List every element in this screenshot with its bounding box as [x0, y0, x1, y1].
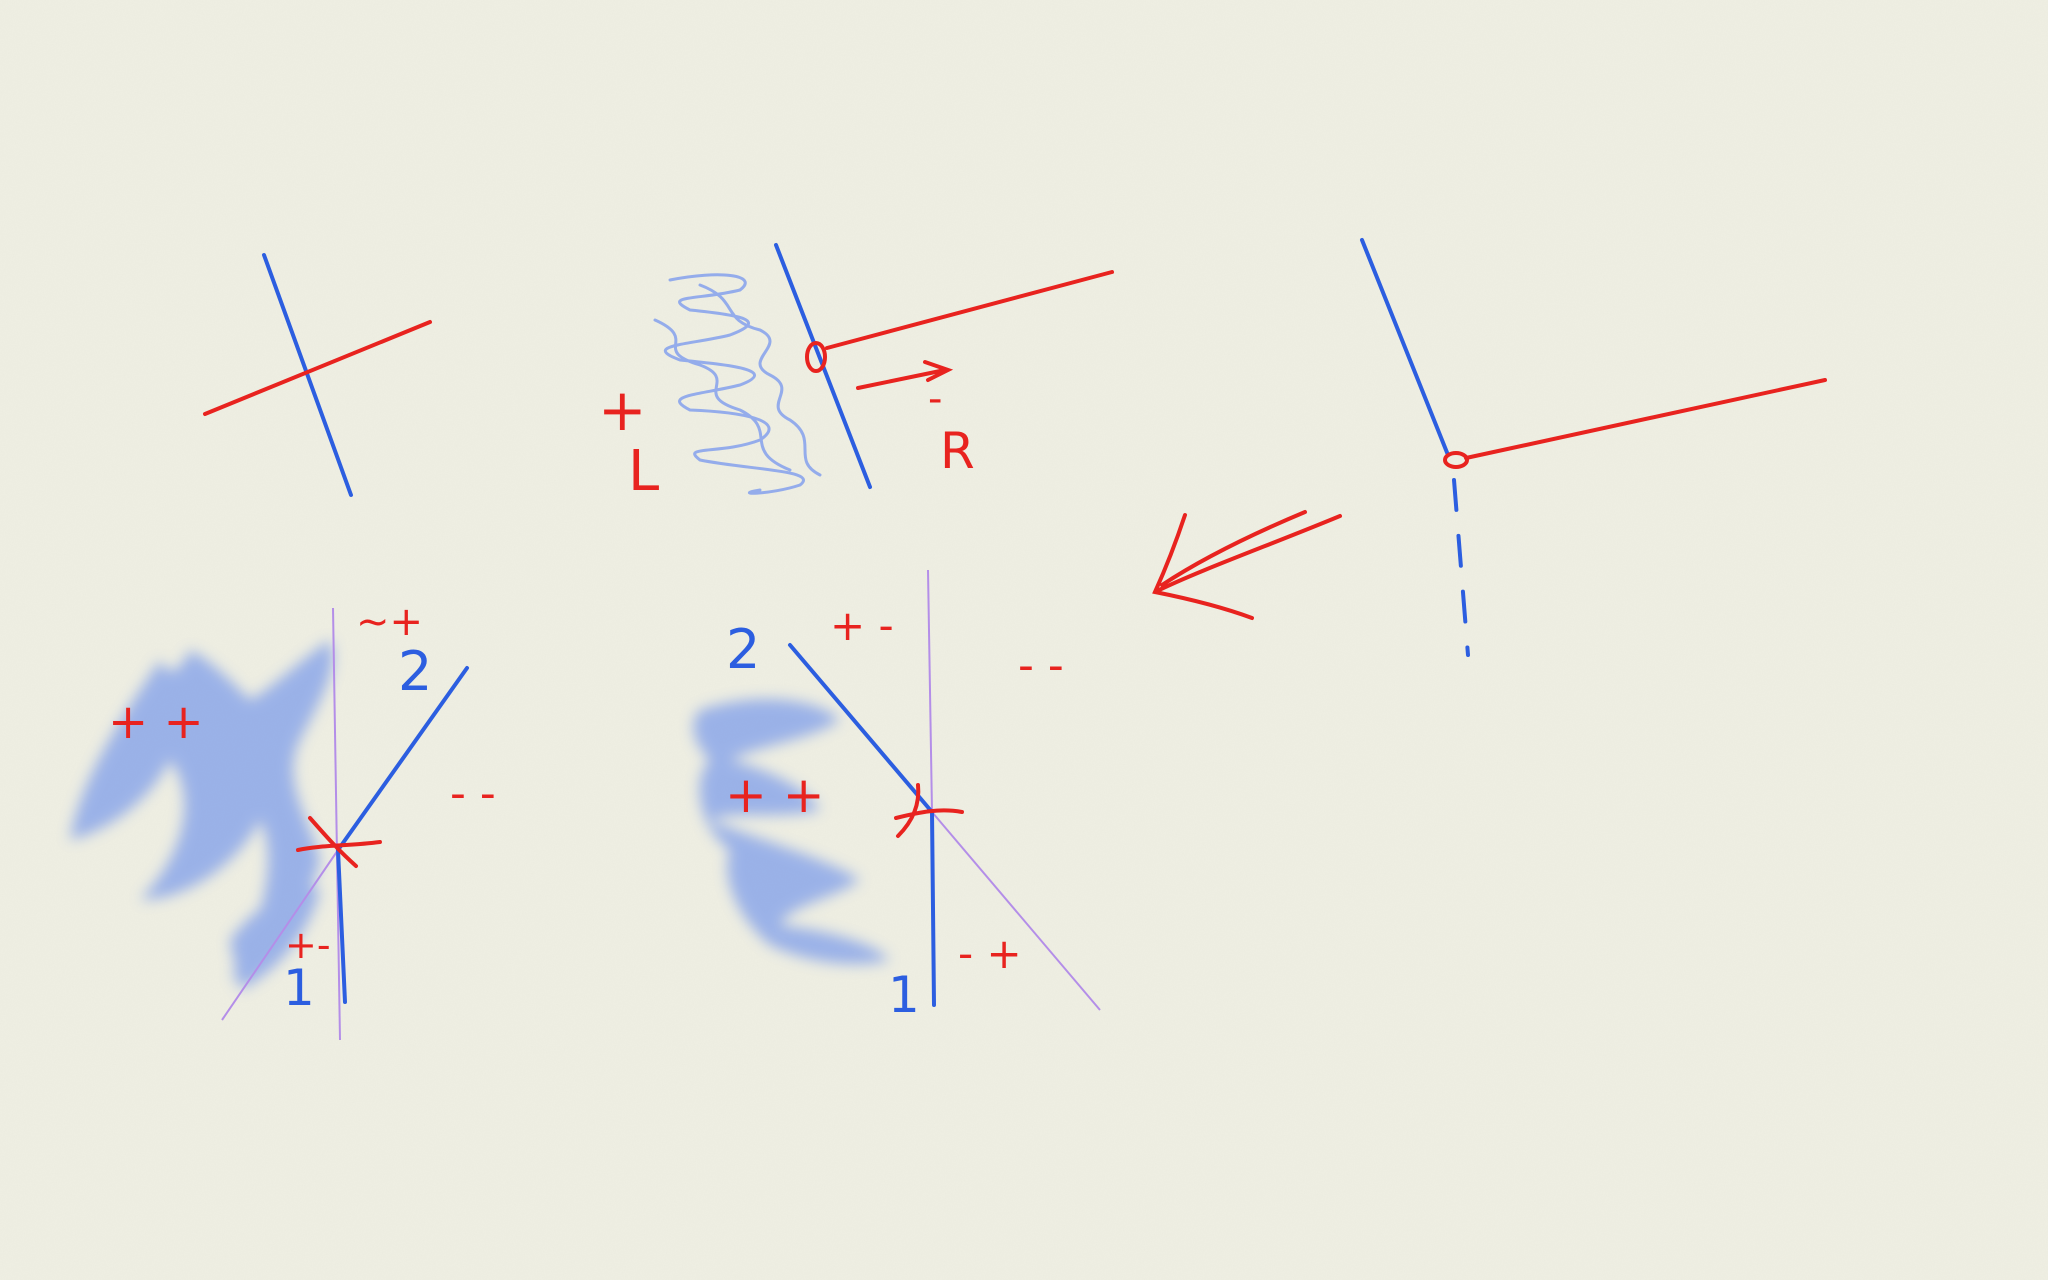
panel-endpoint-dashed [1360, 238, 1827, 657]
blurred-smudge [693, 699, 890, 965]
purple-line-diagonal [931, 811, 1101, 1011]
line-2-label: 2 [726, 618, 760, 681]
purple-line-top [927, 569, 933, 813]
blue-line-2 [336, 666, 469, 852]
panel-crossing [203, 253, 432, 497]
blue-line-1 [930, 810, 936, 1007]
label-right-sign: - [928, 376, 942, 422]
junction-x-mark [894, 783, 964, 838]
signs-bottom: - + [958, 929, 1022, 978]
signs-left: + + [725, 766, 825, 824]
signs-right: - - [1018, 640, 1064, 691]
label-left-sign: + [598, 376, 647, 444]
blue-line [262, 253, 353, 497]
line-1-label: 1 [283, 959, 315, 1017]
endpoint-circle [1443, 451, 1469, 469]
panel-endpoint: + L - R [598, 243, 1114, 504]
red-line [825, 270, 1114, 350]
line-2-label: 2 [398, 640, 432, 703]
purple-line-top [332, 607, 341, 1041]
scribble-fill [653, 273, 822, 495]
purple-line-diagonal [221, 849, 339, 1021]
red-line [203, 320, 432, 416]
blue-dashed-line [1452, 478, 1470, 657]
blue-line [1360, 238, 1450, 457]
label-left: L [628, 439, 659, 504]
label-right: R [940, 422, 975, 480]
arrow-right [856, 360, 954, 390]
endpoint-circle [805, 341, 827, 373]
line-1-label: 1 [888, 966, 920, 1024]
signs-right: - - [450, 768, 496, 819]
blurred-smudge [70, 640, 333, 990]
blue-line-2 [788, 643, 934, 814]
junction-x-mark [296, 816, 382, 868]
transition-arrow [1152, 510, 1342, 620]
signs-bottom: +- [285, 923, 331, 967]
signs-top: ~+ [356, 599, 423, 645]
blue-line-1 [336, 848, 347, 1004]
panel-split-b: 2 + - - - + + - + 1 [693, 569, 1101, 1024]
signs-top: + - [830, 601, 894, 650]
panel-split-a: ~+ 2 + + - - +- 1 [70, 599, 496, 1041]
signs-left: + + [108, 694, 204, 750]
red-line [1464, 378, 1827, 460]
